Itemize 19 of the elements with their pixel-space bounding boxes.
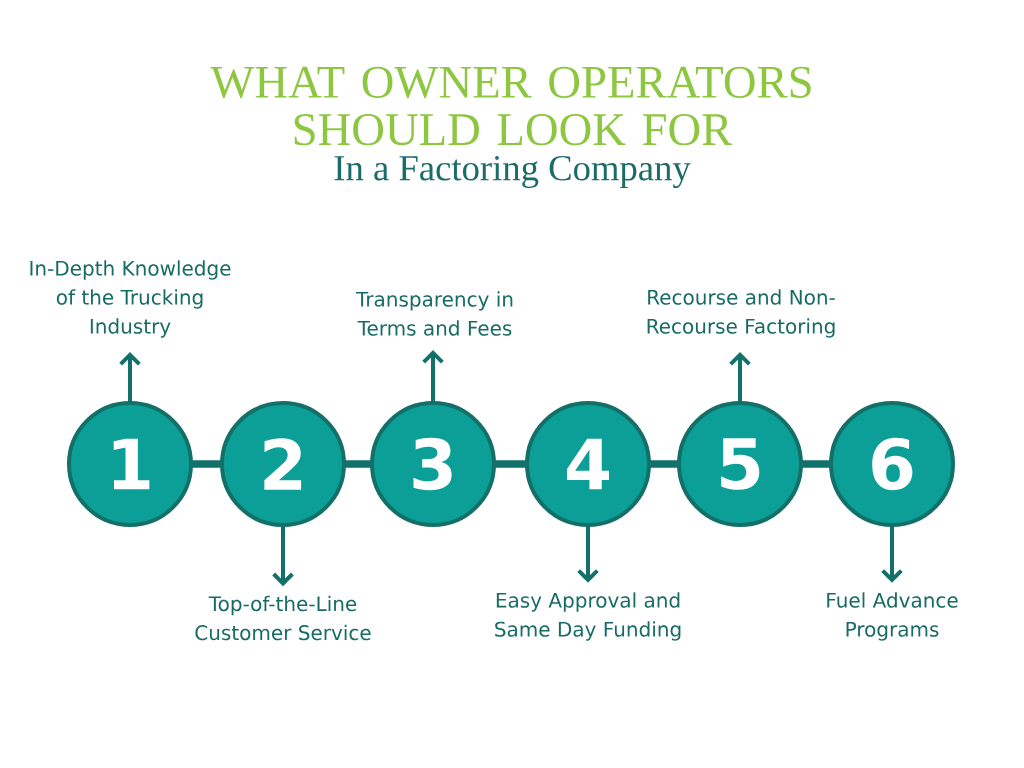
step-label: In-Depth Knowledge of the Trucking Industry (30, 260, 231, 338)
arrow (729, 351, 751, 403)
connector-line (492, 460, 529, 468)
connector-line (189, 460, 224, 468)
subtitle: In a Factoring Company (334, 155, 691, 189)
arrow (577, 525, 599, 583)
step-label: Top-of-the-Line Customer Service (195, 595, 371, 641)
arrow (881, 525, 903, 583)
connector-line (342, 460, 374, 468)
connector-line (799, 460, 833, 468)
arrow (272, 525, 294, 587)
arrow (422, 350, 444, 403)
step-label: Fuel Advance Programs (827, 592, 958, 641)
step-label: Easy Approval and Same Day Funding (495, 592, 681, 641)
step-label: Recourse and Non-Recourse Factoring (647, 289, 835, 338)
connector-line (647, 460, 681, 468)
title: WHAT OWNER OPERATORS SHOULD LOOK FOR (210, 66, 811, 146)
arrow (119, 351, 141, 403)
step-label: Transparency in Terms and Fees (355, 291, 513, 336)
